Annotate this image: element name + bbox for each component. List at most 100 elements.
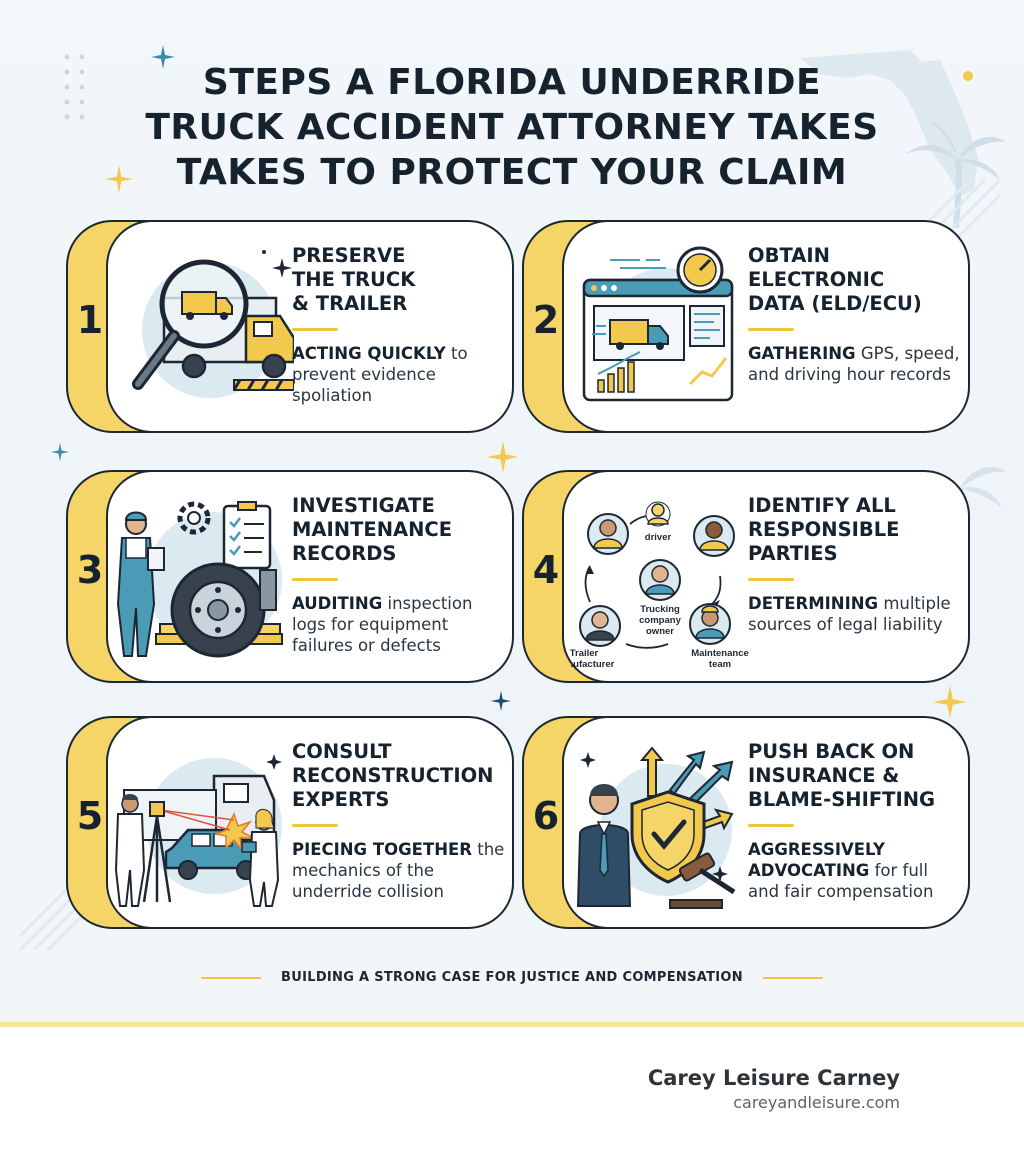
heading-divider <box>292 328 338 331</box>
heading-divider <box>748 578 794 581</box>
step-heading: PUSH BACK ON INSURANCE & BLAME-SHIFTING <box>748 740 962 812</box>
step-text: IDENTIFY ALL RESPONSIBLE PARTIES DETERMI… <box>748 494 962 635</box>
heading-line: & TRAILER <box>292 292 408 315</box>
step-description: AUDITING inspection logs for equipment f… <box>292 593 506 656</box>
parties-network-icon: driver Trucking company owner Trailer ma… <box>570 501 749 669</box>
sparkle-icon <box>490 690 512 712</box>
step-description: GATHERING GPS, speed, and driving hour r… <box>748 343 962 385</box>
title-line-2: TRUCK ACCIDENT ATTORNEY TAKES <box>145 107 879 148</box>
description-emphasis: DETERMINING <box>748 594 879 613</box>
dots-pattern <box>64 54 85 120</box>
tagline-rule-left <box>201 976 262 979</box>
heading-divider <box>292 824 338 827</box>
attorney-shield-icon <box>576 746 736 909</box>
label-owner-1: Trucking <box>640 604 680 615</box>
label-driver: driver <box>645 532 672 543</box>
step-heading: PRESERVE THE TRUCK & TRAILER <box>292 244 506 316</box>
step-number: 4 <box>532 548 560 592</box>
magnifier-truck-icon <box>132 250 294 398</box>
heading-line: RESPONSIBLE <box>748 518 900 541</box>
brand-url: careyandleisure.com <box>733 1093 900 1112</box>
description-rest: GPS, speed, and driving hour records <box>748 344 960 384</box>
sparkle-icon <box>105 165 133 193</box>
heading-line: INSURANCE & <box>748 764 900 787</box>
dashboard-gauge-icon <box>582 246 734 402</box>
heading-line: IDENTIFY ALL <box>748 494 896 517</box>
step-description: ACTING QUICKLY to prevent evidence spoli… <box>292 343 506 406</box>
heading-line: MAINTENANCE <box>292 518 453 541</box>
step-number: 3 <box>76 548 104 592</box>
step-text: PUSH BACK ON INSURANCE & BLAME-SHIFTING … <box>748 740 962 902</box>
sparkle-icon <box>50 442 70 462</box>
heading-line: OBTAIN <box>748 244 830 267</box>
mechanic-tire-icon <box>116 501 283 658</box>
heading-line: EXPERTS <box>292 788 390 811</box>
step-number: 6 <box>532 794 560 838</box>
description-rest: multiple sources of legal liability <box>748 594 951 634</box>
title-line-3: TAKES TO PROTECT YOUR CLAIM <box>176 152 848 193</box>
card-body <box>562 470 970 683</box>
description-emphasis: AUDITING <box>292 594 383 613</box>
heading-line: THE TRUCK <box>292 268 416 291</box>
heading-line: PUSH BACK ON <box>748 740 915 763</box>
step-text: CONSULT RECONSTRUCTION EXPERTS PIECING T… <box>292 740 506 902</box>
step-card-1: 1 PRESERVE THE TRUCK & TRAILER <box>66 220 514 433</box>
label-maint-2: team <box>709 659 731 669</box>
divider-band <box>0 1022 1024 1027</box>
heading-line: PRESERVE <box>292 244 406 267</box>
heading-line: ELECTRONIC <box>748 268 885 291</box>
sparkle-icon <box>151 45 175 69</box>
step-description: DETERMINING multiple sources of legal li… <box>748 593 962 635</box>
step-text: PRESERVE THE TRUCK & TRAILER ACTING QUIC… <box>292 244 506 406</box>
step-heading: INVESTIGATE MAINTENANCE RECORDS <box>292 494 506 566</box>
sparkle-icon <box>933 685 967 719</box>
heading-line: RECORDS <box>292 542 397 565</box>
label-owner-3: owner <box>646 626 674 637</box>
description-emphasis: GATHERING <box>748 344 856 363</box>
description-emphasis: PIECING TOGETHER <box>292 840 472 859</box>
florida-map-icon <box>800 50 978 196</box>
step-heading: CONSULT RECONSTRUCTION EXPERTS <box>292 740 506 812</box>
footer-tagline: BUILDING A STRONG CASE FOR JUSTICE AND C… <box>0 970 1024 985</box>
description-rest: inspection logs for equipment failures o… <box>292 594 473 655</box>
description-emphasis: AGGRESSIVELY ADVOCATING <box>748 840 885 880</box>
step-number: 5 <box>76 794 104 838</box>
heading-divider <box>292 578 338 581</box>
step-card-6: 6 PUSH BACK ON <box>522 716 970 929</box>
dot-icon <box>963 71 973 81</box>
step-text: OBTAIN ELECTRONIC DATA (ELD/ECU) GATHERI… <box>748 244 962 385</box>
heading-line: PARTIES <box>748 542 838 565</box>
step-card-3: 3 INVESTIGATE MAINTENANCE <box>66 470 514 683</box>
description-rest: to prevent evidence spoliation <box>292 344 468 405</box>
tagline-rule-right <box>762 976 823 979</box>
step-heading: OBTAIN ELECTRONIC DATA (ELD/ECU) <box>748 244 962 316</box>
brand-name: Carey Leisure Carney <box>647 1066 900 1090</box>
heading-line: DATA (ELD/ECU) <box>748 292 922 315</box>
step-number: 2 <box>532 298 560 342</box>
heading-line: CONSULT <box>292 740 392 763</box>
heading-line: RECONSTRUCTION <box>292 764 494 787</box>
step-card-2: 2 OBTAIN ELECTRONIC DATA (EL <box>522 220 970 433</box>
description-rest: for full and fair compensation <box>748 861 934 901</box>
label-owner-2: company <box>639 615 681 626</box>
step-description: AGGRESSIVELY ADVOCATING for full and fai… <box>748 839 962 902</box>
title-line-1: STEPS A FLORIDA UNDERRIDE <box>202 62 822 103</box>
description-rest: the mechanics of the underride collision <box>292 840 505 901</box>
label-maint-1: Maintenance <box>691 648 749 659</box>
label-trailer-2: manufacturer <box>570 659 615 669</box>
tagline-text: BUILDING A STRONG CASE FOR JUSTICE AND C… <box>281 970 743 985</box>
step-card-4: 4 driver <box>522 470 970 683</box>
reconstruction-experts-icon <box>114 754 282 907</box>
step-number: 1 <box>76 298 104 342</box>
heading-divider <box>748 824 794 827</box>
step-text: INVESTIGATE MAINTENANCE RECORDS AUDITING… <box>292 494 506 656</box>
heading-line: BLAME-SHIFTING <box>748 788 936 811</box>
label-trailer-1: Trailer <box>570 648 599 659</box>
heading-divider <box>748 328 794 331</box>
description-emphasis: ACTING QUICKLY <box>292 344 446 363</box>
page-title: STEPS A FLORIDA UNDERRIDE TRUCK ACCIDENT… <box>60 60 964 195</box>
heading-line: INVESTIGATE <box>292 494 435 517</box>
sparkle-icon <box>487 441 519 473</box>
infographic-poster: STEPS A FLORIDA UNDERRIDE TRUCK ACCIDENT… <box>0 0 1024 1024</box>
step-card-5: 5 CONSULT RECON <box>66 716 514 929</box>
